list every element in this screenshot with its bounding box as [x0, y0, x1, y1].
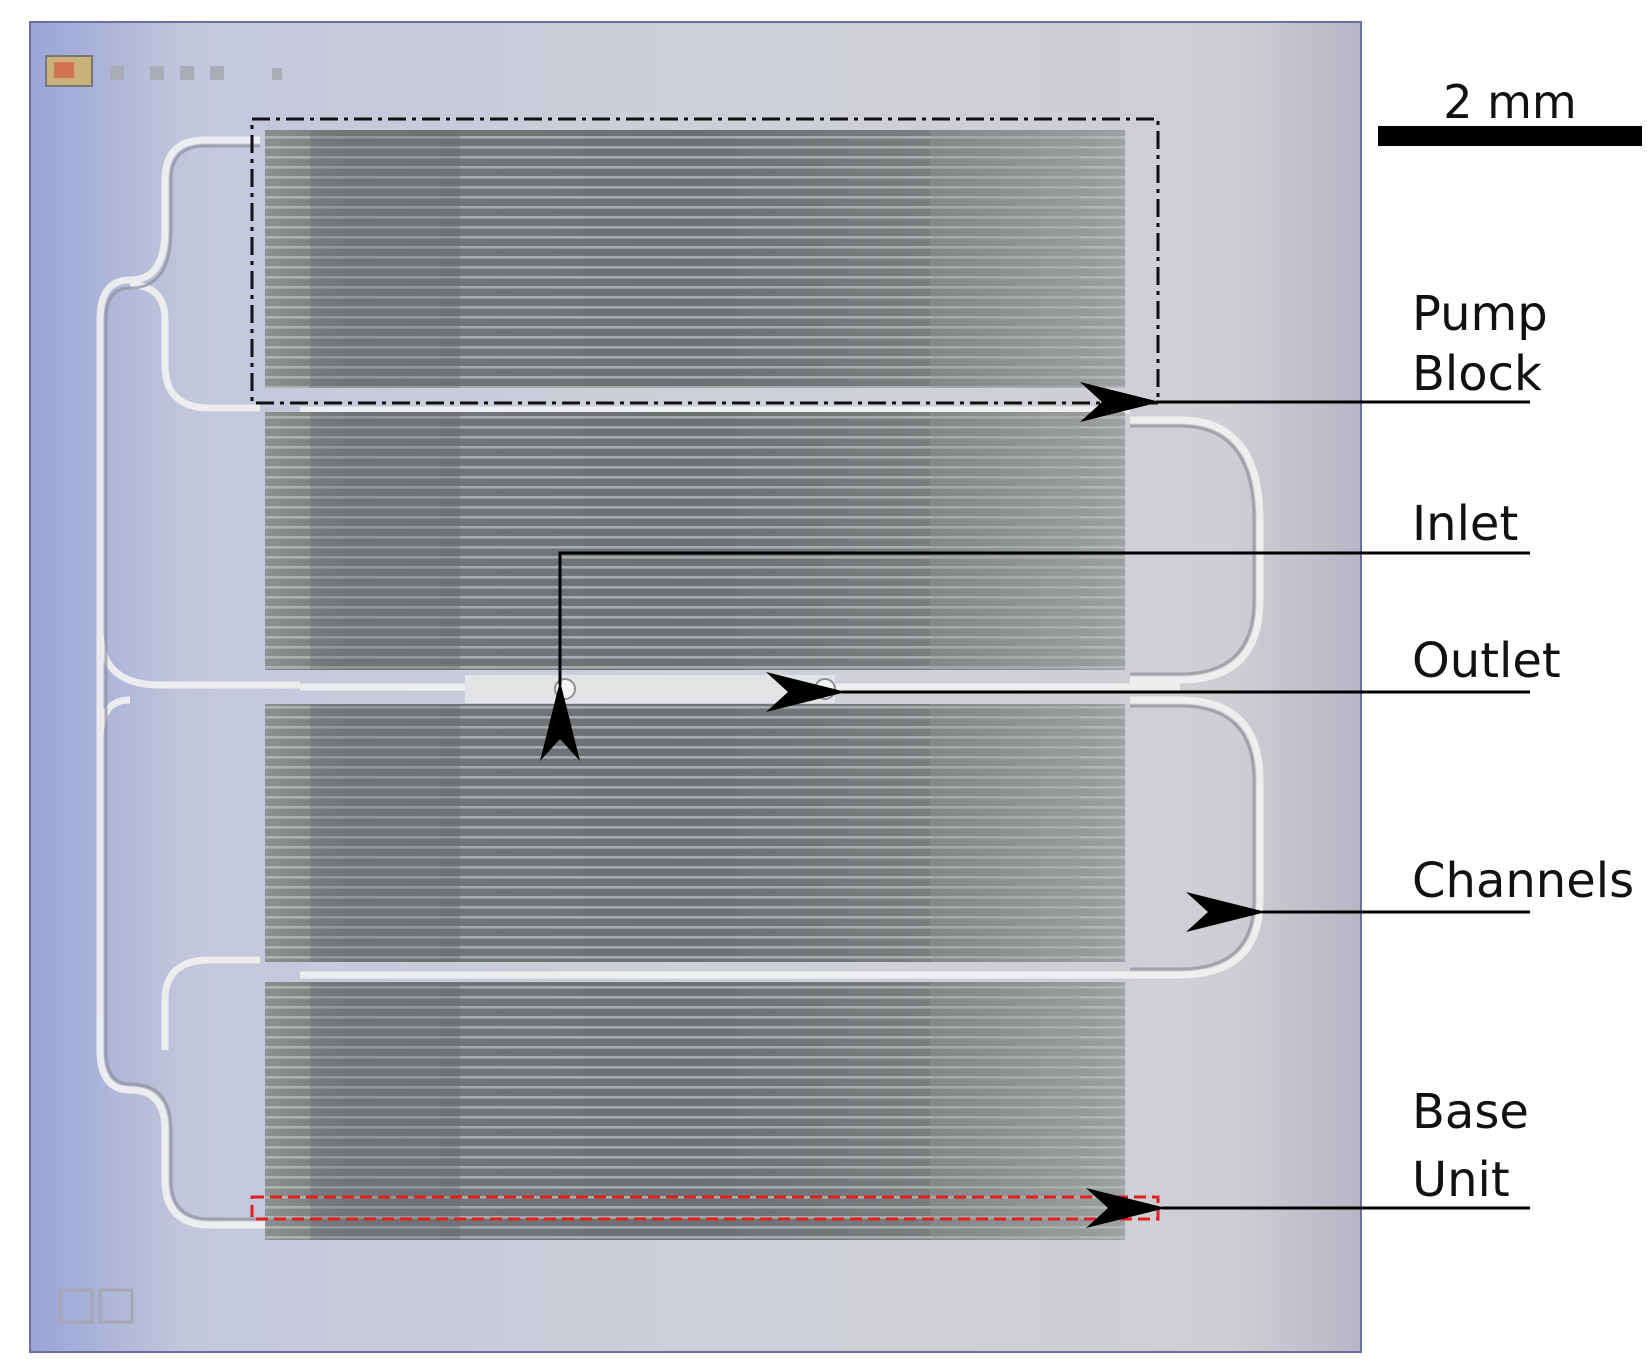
chip-id-marks — [45, 55, 282, 87]
pump-block-outline — [250, 117, 1160, 405]
channels-label: Channels — [1412, 853, 1634, 909]
inlet-outlet-channel — [465, 675, 836, 703]
base-unit-outline — [250, 1195, 1160, 1221]
channel-block-4 — [265, 982, 1125, 1240]
base-unit-label-line1: Base — [1412, 1084, 1529, 1140]
inlet-arrow — [540, 551, 1530, 761]
chip-edge — [29, 21, 1362, 1353]
channel-block-2 — [265, 412, 1125, 670]
channel-loops-shadow — [104, 144, 1256, 1221]
outlet-label: Outlet — [1412, 633, 1561, 689]
inlet-label: Inlet — [1412, 496, 1518, 552]
alignment-marks — [58, 1288, 134, 1324]
base-unit-label-line2: Unit — [1412, 1152, 1510, 1208]
leader-arrows — [540, 382, 1530, 1228]
scale-bar — [1378, 126, 1642, 146]
channel-block-3 — [265, 704, 1125, 962]
pump-block-label-line2: Block — [1412, 346, 1542, 402]
scale-bar-label: 2 mm — [1443, 75, 1577, 129]
pump-block-label-line1: Pump — [1412, 286, 1548, 342]
channel-block-1 — [265, 130, 1125, 388]
